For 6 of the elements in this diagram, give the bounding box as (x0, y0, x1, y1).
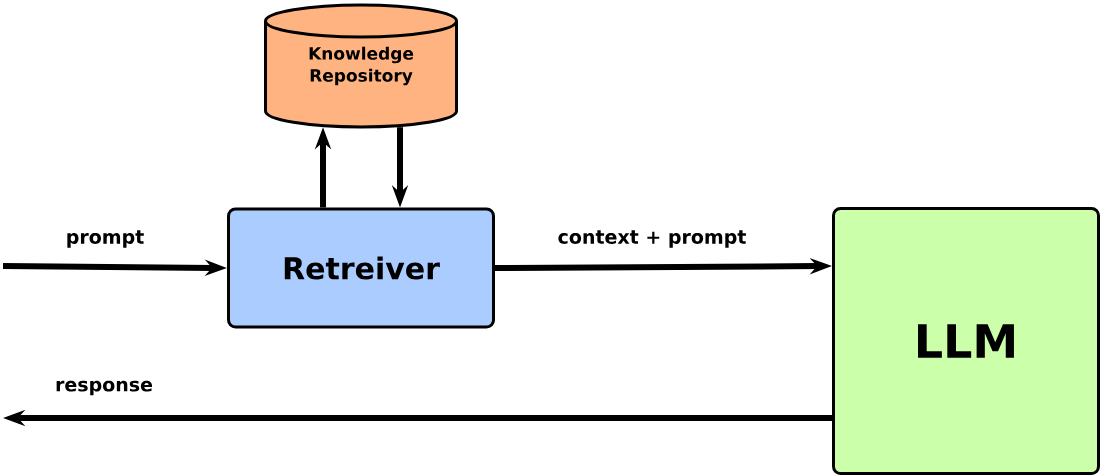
database-cylinder: Knowledge Repository (264, 3, 458, 129)
edge-label: prompt (67, 230, 144, 248)
process-box: Retreiver (227, 207, 495, 329)
edge-label: response (56, 380, 153, 396)
edge-label: context + prompt (558, 230, 746, 248)
process-box: LLM (832, 207, 1100, 475)
